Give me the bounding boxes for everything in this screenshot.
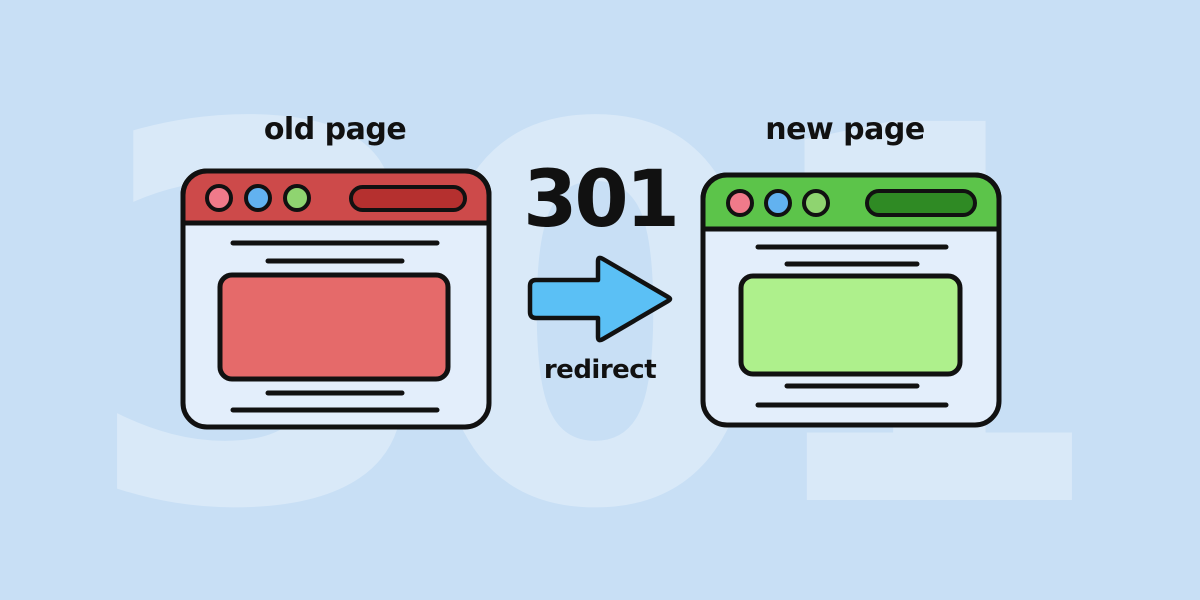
old-page-title: old page <box>263 112 407 147</box>
address-bar <box>865 189 977 217</box>
window-dot-green <box>283 184 311 212</box>
new-page-window <box>700 172 1002 428</box>
old-page-window <box>180 168 492 430</box>
redirect-label: redirect <box>543 355 657 385</box>
status-code-301: 301 <box>523 155 680 245</box>
arrow-shape <box>527 255 673 343</box>
new-page-title: new page <box>765 112 925 147</box>
window-dot-blue <box>764 189 792 217</box>
address-bar <box>349 185 467 212</box>
window-dot-blue <box>244 184 272 212</box>
content-block <box>217 272 451 382</box>
window-dot-red <box>205 184 233 212</box>
content-block <box>738 273 963 377</box>
window-dot-red <box>726 189 754 217</box>
redirect-arrow-icon <box>527 255 673 343</box>
window-dot-green <box>802 189 830 217</box>
